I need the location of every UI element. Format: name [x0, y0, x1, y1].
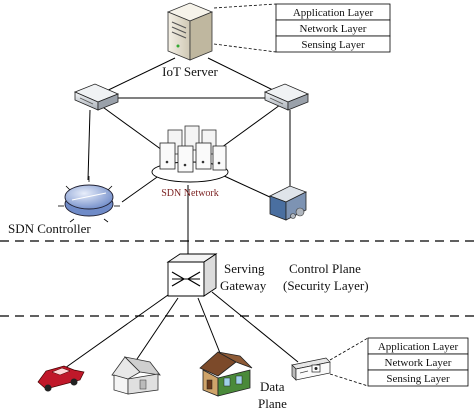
smart-home-icon — [199, 351, 253, 397]
sdn-network-label: SDN Network — [161, 188, 219, 199]
server-layer-sensing: Sensing Layer — [301, 39, 365, 51]
device-layer-sensing: Sensing Layer — [386, 373, 450, 385]
house-icon — [111, 356, 161, 395]
data-plane-label-line-1: Data — [260, 379, 285, 394]
server-rack-front-icon — [159, 142, 227, 173]
data-plane-label-line-2: Plane — [258, 396, 287, 411]
switch-left-icon — [73, 83, 120, 111]
sdn-controller-label: SDN Controller — [8, 221, 91, 236]
network-links — [64, 57, 299, 369]
switch-right-icon — [263, 83, 310, 111]
iot-server-label: IoT Server — [162, 64, 218, 79]
sensor-device-icon — [291, 357, 331, 381]
control-plane-label-line-1: Control Plane — [289, 261, 361, 276]
server-layer-stack: Application Layer Network Layer Sensing … — [213, 3, 391, 53]
device-layer-application: Application Layer — [378, 341, 459, 353]
serving-gateway-icon — [166, 253, 218, 297]
gateway-label-line-1: Serving — [224, 261, 265, 276]
car-icon — [37, 365, 85, 392]
sdn-network-cluster — [151, 125, 229, 183]
iot-server-icon — [166, 2, 214, 61]
gateway-label-line-2: Gateway — [220, 278, 267, 293]
storage-device-icon — [269, 185, 307, 221]
device-layer-network: Network Layer — [385, 357, 452, 369]
server-layer-network: Network Layer — [300, 23, 367, 35]
control-plane-label-line-2: (Security Layer) — [283, 278, 369, 293]
sdn-controller-icon — [58, 176, 120, 223]
server-layer-application: Application Layer — [293, 7, 374, 19]
device-layer-stack: Application Layer Network Layer Sensing … — [329, 337, 469, 387]
